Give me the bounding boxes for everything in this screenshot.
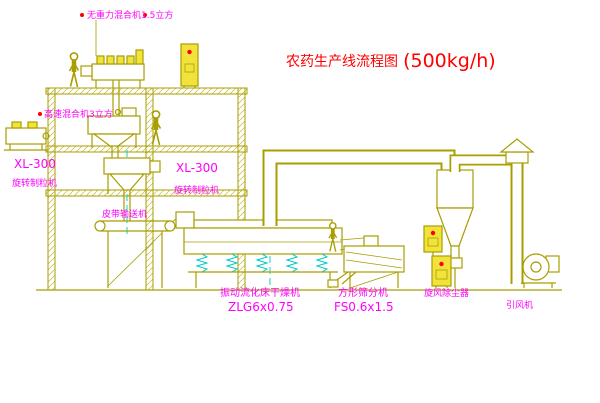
label-granulator-left-model: XL-300	[14, 157, 56, 171]
drawing-title: 农药生产线流程图	[286, 54, 398, 70]
worker-figure-roof	[70, 53, 79, 87]
label-gravity-mixer: 无重力混合机1.5立方	[87, 9, 173, 21]
svg-text:农药生产线流程图 (500kg/h): 农药生产线流程图 (500kg/h)	[286, 50, 496, 72]
rotary-granulator-right	[103, 157, 161, 221]
gravity-free-mixer	[80, 20, 145, 116]
exhaust-duct	[262, 149, 456, 226]
cyclone-dust-collector	[436, 169, 474, 288]
control-cabinet-top	[180, 43, 199, 88]
square-sifter	[327, 235, 405, 289]
title-block: 农药生产线流程图 (500kg/h)	[286, 50, 496, 72]
control-cabinet-mid	[423, 225, 443, 256]
labels-layer: 无重力混合机1.5立方 高速混合机3立方 XL-300 旋转制粒机 XL-300…	[12, 9, 533, 314]
label-sifter-model: FS0.6x1.5	[334, 300, 394, 314]
rotary-granulator-left	[4, 121, 50, 151]
label-dryer-name: 振动流化床干燥机	[220, 286, 300, 299]
exhaust-stack	[499, 138, 535, 284]
worker-figure-floor2	[152, 111, 161, 145]
label-granulator-right-name: 旋转制粒机	[174, 184, 219, 196]
label-sifter-name: 方形筛分机	[338, 286, 388, 299]
induced-draft-fan	[521, 253, 560, 288]
belt-conveyor	[94, 215, 181, 288]
label-cyclone-name: 旋风除尘器	[424, 287, 469, 299]
control-cabinet-low	[431, 255, 452, 288]
label-fan-name: 引风机	[506, 299, 533, 311]
label-granulator-left-name: 旋转制粒机	[12, 177, 57, 189]
high-speed-mixer	[87, 107, 141, 158]
cyclone-outlet-duct	[449, 154, 512, 172]
label-high-speed-mixer: 高速混合机3立方	[44, 108, 113, 120]
drawing-capacity: (500kg/h)	[403, 50, 496, 72]
label-granulator-right-model: XL-300	[176, 161, 218, 175]
label-belt-conveyor: 皮带输送机	[102, 208, 147, 220]
annotation-dots	[38, 13, 147, 116]
label-dryer-model: ZLG6x0.75	[228, 300, 294, 314]
fluid-bed-dryer	[175, 211, 343, 288]
